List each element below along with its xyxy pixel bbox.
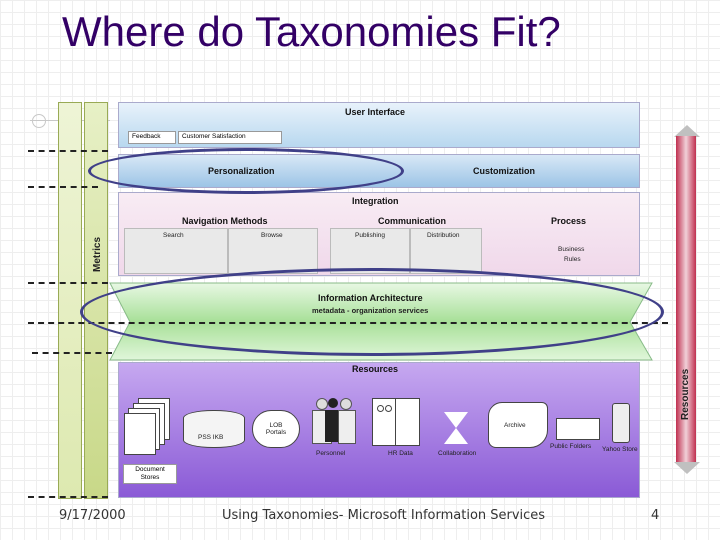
collaboration-icon-top	[444, 412, 468, 428]
hr-data-label: HR Data	[388, 450, 413, 457]
lob-portals-label: LOB Portals	[265, 422, 287, 436]
customer-satisfaction-box: Customer Satisfaction	[178, 131, 282, 144]
dashed-line	[28, 282, 108, 284]
pss-ikb-label: PSS IKB	[198, 434, 224, 441]
distribution-cell	[410, 228, 482, 274]
collaboration-icon-bottom	[444, 428, 468, 444]
document-stack-icon	[124, 398, 172, 456]
metrics-bar-outer	[58, 102, 82, 499]
people-icon	[312, 398, 356, 444]
public-folders-label: Public Folders	[550, 443, 592, 450]
rules-label: Rules	[564, 256, 581, 263]
collaboration-label: Collaboration	[438, 450, 477, 457]
communication-title: Communication	[378, 216, 447, 226]
publishing-label: Publishing	[355, 232, 385, 239]
distribution-label: Distribution	[427, 232, 460, 239]
slide-title: Where do Taxonomies Fit?	[62, 8, 561, 55]
search-cell	[124, 228, 228, 274]
footer-center-text: Using Taxonomies- Microsoft Information …	[222, 508, 546, 523]
personalization-highlight-ellipse	[88, 148, 404, 194]
database-icon	[183, 410, 245, 448]
cloud-icon	[252, 410, 300, 448]
integration-title: Integration	[352, 196, 399, 206]
dashed-line	[28, 150, 108, 152]
resources-arrow-up	[674, 125, 700, 137]
search-label: Search	[163, 232, 184, 239]
yahoo-store-label: Yahoo Store	[602, 446, 638, 453]
browse-label: Browse	[261, 232, 283, 239]
dashed-line	[28, 496, 108, 498]
business-label: Business	[558, 246, 585, 253]
archive-label: Archive	[504, 422, 526, 429]
resources-arrow-down	[674, 462, 700, 474]
document-stores-label: Document Stores	[123, 464, 177, 484]
navigation-methods-title: Navigation Methods	[182, 216, 268, 226]
customization-label: Customization	[473, 166, 535, 176]
page-number: 4	[651, 508, 660, 523]
resources-title: Resources	[352, 364, 399, 374]
feedback-box: Feedback	[128, 131, 176, 144]
browse-cell	[228, 228, 318, 274]
user-interface-title: User Interface	[345, 107, 406, 117]
footer-date: 9/17/2000	[59, 508, 126, 523]
information-architecture-highlight-ellipse	[80, 268, 664, 356]
folder-icon	[556, 418, 600, 440]
personnel-label: Personnel	[316, 450, 346, 457]
resources-arrow-shaft	[676, 136, 696, 462]
process-title: Process	[551, 216, 587, 226]
cabinet-icon	[372, 398, 420, 446]
dashed-line	[28, 186, 98, 188]
puzzle-icon	[488, 402, 548, 448]
dashed-line	[32, 352, 112, 354]
left-decoration-circle	[32, 114, 46, 128]
phone-icon	[612, 403, 630, 443]
user-interface-band	[118, 102, 640, 148]
